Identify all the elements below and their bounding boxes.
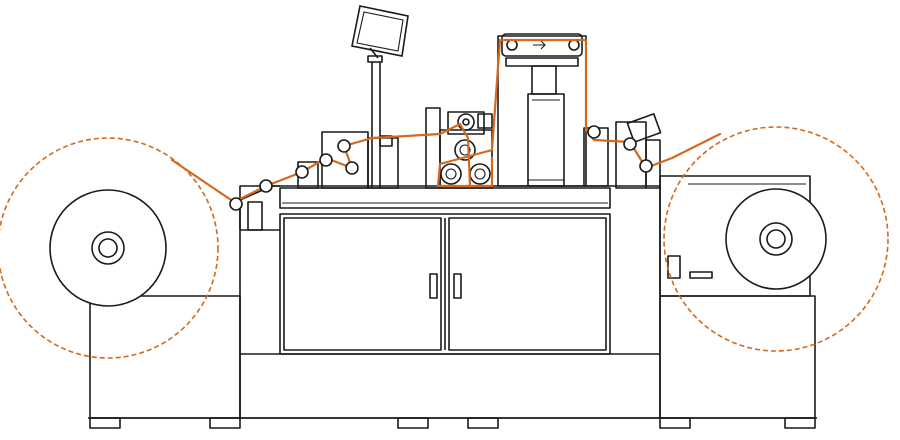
guide-roller — [295, 165, 309, 179]
print-head-column — [497, 33, 587, 187]
guide-roller — [639, 159, 653, 173]
right-door-handle — [453, 273, 462, 299]
guide-roller — [259, 179, 273, 193]
touch-screen — [351, 5, 409, 188]
display-monitor-icon — [351, 5, 409, 57]
right-guide-tower — [583, 113, 662, 189]
left-door — [283, 217, 442, 351]
foot-6 — [784, 417, 816, 429]
cabinet-body — [239, 185, 661, 419]
guide-roller — [345, 161, 359, 175]
die-roller-right — [469, 163, 491, 185]
web-path — [170, 38, 722, 204]
roll-icon — [49, 189, 167, 307]
foot-2 — [209, 417, 241, 429]
guide-roller — [229, 197, 243, 211]
left-pedestal — [89, 295, 241, 419]
unwind-roll — [0, 137, 219, 359]
die-roller-left — [440, 163, 462, 185]
die-cut-station — [425, 107, 493, 189]
guide-roller — [337, 139, 351, 153]
machine-base — [88, 295, 817, 429]
guide-roller — [623, 137, 637, 151]
rewind-core — [725, 188, 827, 290]
unwind-material-roll — [0, 137, 219, 359]
foot-4 — [467, 417, 499, 429]
rewind-roll — [663, 126, 889, 352]
right-pedestal — [659, 295, 816, 419]
foot-3 — [397, 417, 429, 429]
main-cabinet — [239, 185, 661, 419]
left-door-handle — [429, 273, 438, 299]
foot-1 — [89, 417, 121, 429]
foot-5 — [659, 417, 691, 429]
worktable-top — [279, 187, 611, 209]
guide-roller — [319, 153, 333, 167]
rewind-material-roll — [663, 126, 889, 352]
right-door — [448, 217, 607, 351]
print-cylinder — [527, 93, 565, 187]
guide-rollers — [229, 125, 653, 211]
left-unwind-bracket — [239, 185, 280, 231]
guide-roller — [587, 125, 601, 139]
